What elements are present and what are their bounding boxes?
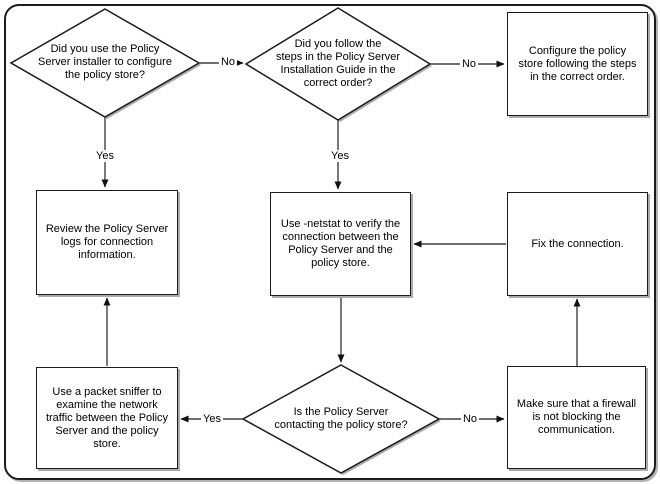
node-review-logs-text: Review the Policy Server logs for connec… <box>45 223 169 261</box>
edge-label-contacting-no: No <box>460 413 480 425</box>
node-packet-sniffer-text: Use a packet sniffer to examine the netw… <box>45 385 169 450</box>
node-use-netstat-text: Use -netstat to verify the connection be… <box>280 218 401 269</box>
node-firewall-check-text: Make sure that a firewall is not blockin… <box>516 398 637 436</box>
decision-text-contacting-question: Is the Policy Server contacting the poli… <box>274 406 408 431</box>
node-configure-store-text: Configure the policy store following the… <box>518 44 637 83</box>
edge-label-contacting-yes: Yes <box>201 413 223 425</box>
node-firewall-check: Make sure that a firewall is not blockin… <box>507 366 646 469</box>
flow-arrows <box>101 59 581 423</box>
edge-label-followsteps-yes: Yes <box>329 150 351 162</box>
node-use-netstat: Use -netstat to verify the connection be… <box>270 192 411 296</box>
node-review-logs: Review the Policy Server logs for connec… <box>36 190 178 295</box>
node-fix-connection-text: Fix the connection. <box>531 237 624 250</box>
node-configure-store: Configure the policy store following the… <box>507 12 648 116</box>
diagram-border <box>4 4 656 480</box>
edge-label-followsteps-no: No <box>459 58 479 70</box>
node-packet-sniffer: Use a packet sniffer to examine the netw… <box>36 367 178 469</box>
decision-text-follow-steps-question: Did you follow the steps in the Policy S… <box>275 38 401 89</box>
edge-label-installer-yes: Yes <box>94 150 116 162</box>
decision-diamond-contacting-question <box>241 364 441 474</box>
edge-label-installer-no: No <box>218 56 238 68</box>
node-fix-connection: Fix the connection. <box>507 192 648 296</box>
decision-text-installer-question: Did you use the Policy Server installer … <box>38 43 172 81</box>
